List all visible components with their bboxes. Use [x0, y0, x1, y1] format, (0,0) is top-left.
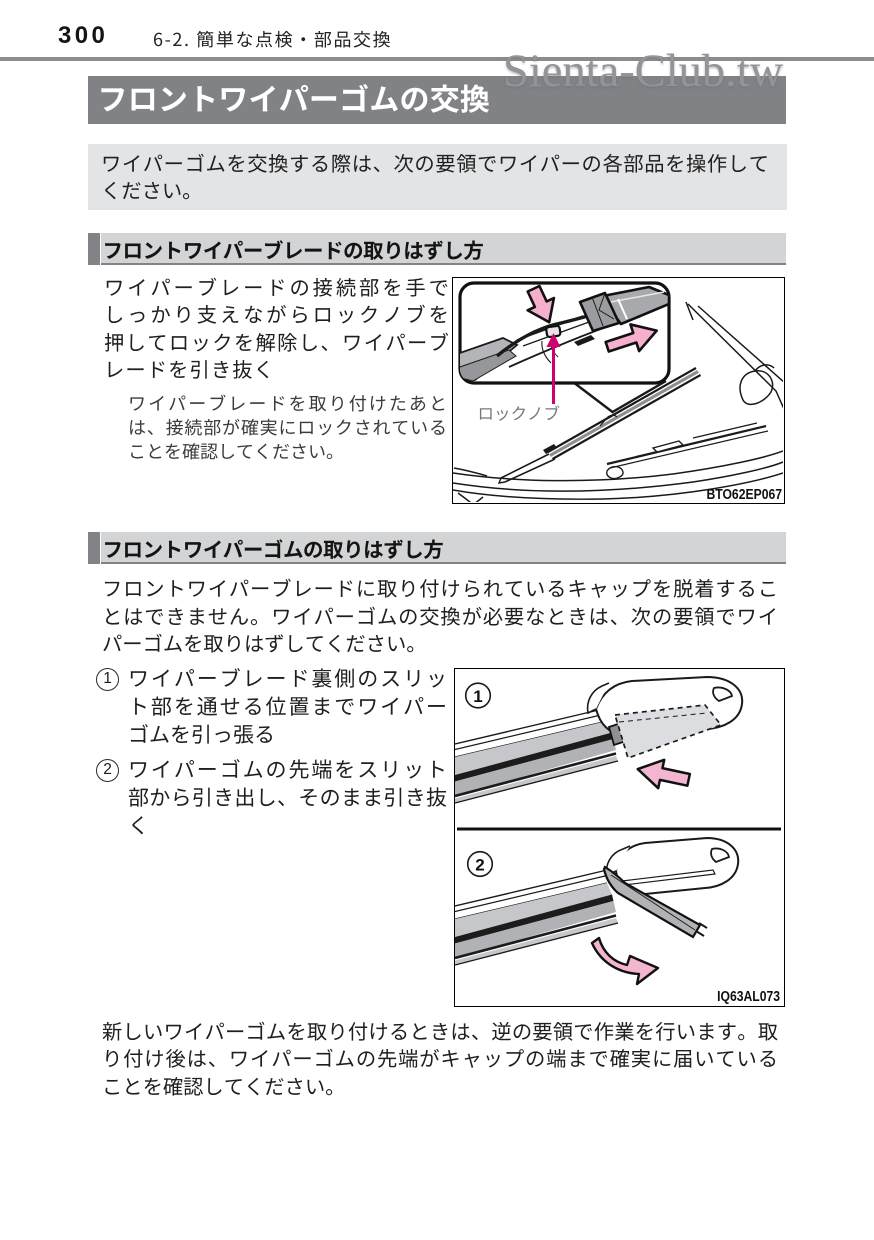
svg-text:1: 1 [473, 687, 482, 706]
svg-text:ロックノブ: ロックノブ [478, 401, 561, 425]
svg-text:IQ63AL073: IQ63AL073 [717, 988, 780, 1004]
svg-text:BTO62EP067: BTO62EP067 [706, 486, 782, 502]
svg-text:2: 2 [475, 856, 484, 875]
